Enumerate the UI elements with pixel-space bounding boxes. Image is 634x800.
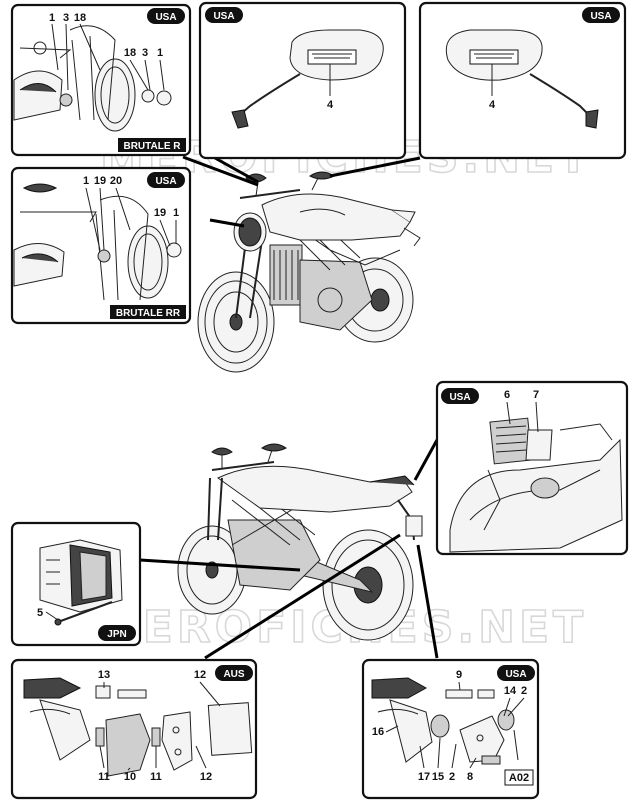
callout-19-detail: 19: [154, 207, 166, 219]
svg-text:USA: USA: [155, 176, 176, 187]
callout-5: 5: [37, 607, 43, 619]
callout-20: 20: [110, 175, 122, 187]
panel-brutale-rr-front-reflector: USA BRUTALE RR 1 19 20 19 1: [10, 166, 192, 325]
model-label-brutale-r: BRUTALE R: [118, 138, 186, 152]
svg-text:JPN: JPN: [107, 629, 126, 640]
panel-usa-rear-decals: USA 6 7: [435, 380, 629, 556]
callout-a02-box: A02: [504, 769, 534, 786]
panel-aus-license-plate: AUS 13 12 11 10 11 12: [10, 658, 258, 800]
callout-11-right: 11: [150, 771, 162, 783]
usa-badge: USA: [497, 665, 535, 681]
motorcycle-rear-view: [177, 443, 423, 641]
callout-1: 1: [83, 175, 89, 187]
callout-1-detail: 1: [173, 207, 179, 219]
callout-3-detail: 3: [142, 47, 148, 59]
usa-badge: USA: [147, 172, 185, 188]
svg-text:USA: USA: [155, 12, 176, 23]
callout-2: 2: [521, 685, 527, 697]
panel-brutale-r-front-reflector: USA BRUTALE R 1 3 18 18 3 1: [10, 3, 192, 157]
callout-8: 8: [467, 771, 473, 783]
usa-badge: USA: [441, 388, 479, 404]
svg-text:BRUTALE RR: BRUTALE RR: [116, 308, 181, 319]
panel-mirror-right: USA 4: [418, 1, 627, 160]
svg-text:BRUTALE R: BRUTALE R: [123, 141, 181, 152]
callout-18-detail: 18: [124, 47, 136, 59]
callout-7: 7: [533, 389, 539, 401]
callout-14: 14: [504, 685, 517, 697]
callout-4: 4: [489, 99, 496, 111]
svg-text:A02: A02: [509, 772, 529, 784]
callout-19: 19: [94, 175, 106, 187]
usa-badge: USA: [147, 8, 185, 24]
callout-18: 18: [74, 12, 86, 24]
callout-6: 6: [504, 389, 510, 401]
callout-1-detail: 1: [157, 47, 163, 59]
callout-1: 1: [49, 12, 55, 24]
panel-mirror-left: USA 4: [198, 1, 407, 160]
callout-11: 11: [98, 771, 110, 783]
callout-3: 3: [63, 12, 69, 24]
panel-jpn-chain-guard: 5 JPN: [10, 521, 142, 647]
jpn-badge: JPN: [98, 625, 136, 641]
callout-2-bottom: 2: [449, 771, 455, 783]
callout-17: 17: [418, 771, 430, 783]
callout-12-bottom: 12: [200, 771, 212, 783]
callout-10: 10: [124, 771, 136, 783]
callout-13: 13: [98, 669, 110, 681]
callout-16: 16: [372, 726, 384, 738]
leader-lines: [139, 155, 439, 660]
svg-text:USA: USA: [449, 392, 470, 403]
svg-text:USA: USA: [590, 11, 611, 22]
model-label-brutale-rr: BRUTALE RR: [110, 305, 186, 319]
svg-text:USA: USA: [505, 669, 526, 680]
usa-badge: USA: [582, 7, 620, 23]
aus-badge: AUS: [215, 665, 253, 681]
svg-text:AUS: AUS: [223, 669, 244, 680]
usa-badge: USA: [205, 7, 243, 23]
callout-4: 4: [327, 99, 334, 111]
callout-15: 15: [432, 771, 444, 783]
svg-text:USA: USA: [213, 11, 234, 22]
panel-usa-license-plate: USA 9 14 2 16 17 15 2 8 A02: [361, 658, 540, 800]
callout-9: 9: [456, 669, 462, 681]
motorcycle-front-view: [197, 171, 421, 373]
callout-12: 12: [194, 669, 206, 681]
